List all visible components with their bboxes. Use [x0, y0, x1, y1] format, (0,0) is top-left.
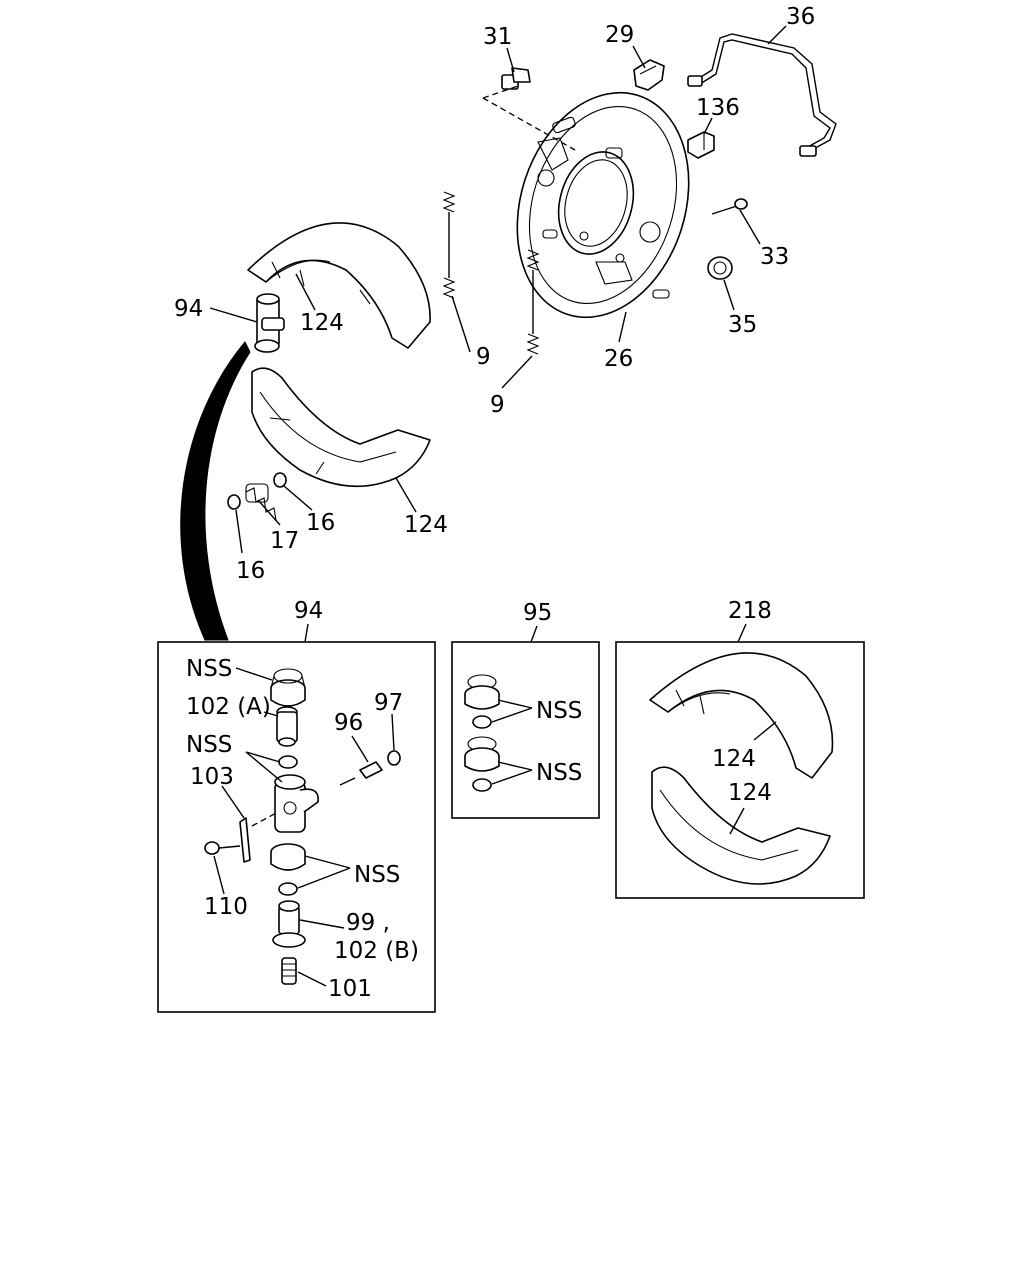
label-box94-103: 103 — [190, 764, 234, 790]
bolt-31 — [482, 67, 576, 151]
wheel-cylinder-94-top — [254, 293, 285, 353]
box218-shoe-lower — [651, 766, 831, 885]
label-box94-nss-3: NSS — [354, 862, 400, 888]
label-35: 35 — [728, 312, 757, 338]
grommet-35 — [707, 256, 733, 280]
box-218 — [615, 641, 865, 899]
label-box94-97: 97 — [374, 690, 403, 716]
label-box94-102b: 102 (B) — [334, 938, 419, 964]
box-95 — [451, 641, 600, 819]
label-box94-99: 99 , — [346, 910, 390, 936]
brake-shoe-lower — [251, 367, 431, 488]
label-box94-nss-2: NSS — [186, 732, 232, 758]
label-9-upper: 9 — [476, 344, 491, 370]
label-17: 17 — [270, 528, 299, 554]
return-spring-lower — [526, 249, 540, 355]
label-95-box: 95 — [523, 600, 552, 626]
label-box94-110: 110 — [204, 894, 248, 920]
label-box94-96: 96 — [334, 710, 363, 736]
label-124-lower-shoe: 124 — [404, 512, 448, 538]
label-124-upper-shoe: 124 — [300, 310, 344, 336]
label-94-top: 94 — [174, 296, 203, 322]
brake-pipe-36 — [687, 33, 837, 157]
pin-33 — [711, 198, 748, 215]
label-box94-101: 101 — [328, 976, 372, 1002]
label-94-box: 94 — [294, 598, 323, 624]
label-33: 33 — [760, 244, 789, 270]
label-box95-nss-1: NSS — [536, 698, 582, 724]
label-box218-124-lower: 124 — [728, 780, 772, 806]
label-218-box: 218 — [728, 598, 772, 624]
adjuster-parts-16-17 — [227, 472, 287, 521]
label-box94-102a: 102 (A) — [186, 694, 271, 720]
label-9-lower: 9 — [490, 392, 505, 418]
box218-shoe-upper — [649, 652, 834, 779]
return-spring-upper — [442, 191, 456, 299]
label-29: 29 — [605, 22, 634, 48]
label-26: 26 — [604, 346, 633, 372]
label-box94-nss-1: NSS — [186, 656, 232, 682]
label-box218-124-upper: 124 — [712, 746, 756, 772]
box95-parts — [464, 674, 500, 792]
detail-arrow — [180, 341, 251, 641]
label-136: 136 — [696, 95, 740, 121]
label-16-left: 16 — [236, 558, 265, 584]
label-box95-nss-2: NSS — [536, 760, 582, 786]
box-94 — [157, 641, 436, 1013]
brake-shoe-upper — [247, 222, 431, 349]
label-36: 36 — [786, 4, 815, 30]
label-16-right: 16 — [306, 510, 335, 536]
backing-plate-26 — [516, 91, 690, 319]
bracket-29 — [633, 59, 665, 91]
clip-136 — [687, 131, 715, 159]
box94-parts — [204, 668, 401, 985]
label-31: 31 — [483, 24, 512, 50]
